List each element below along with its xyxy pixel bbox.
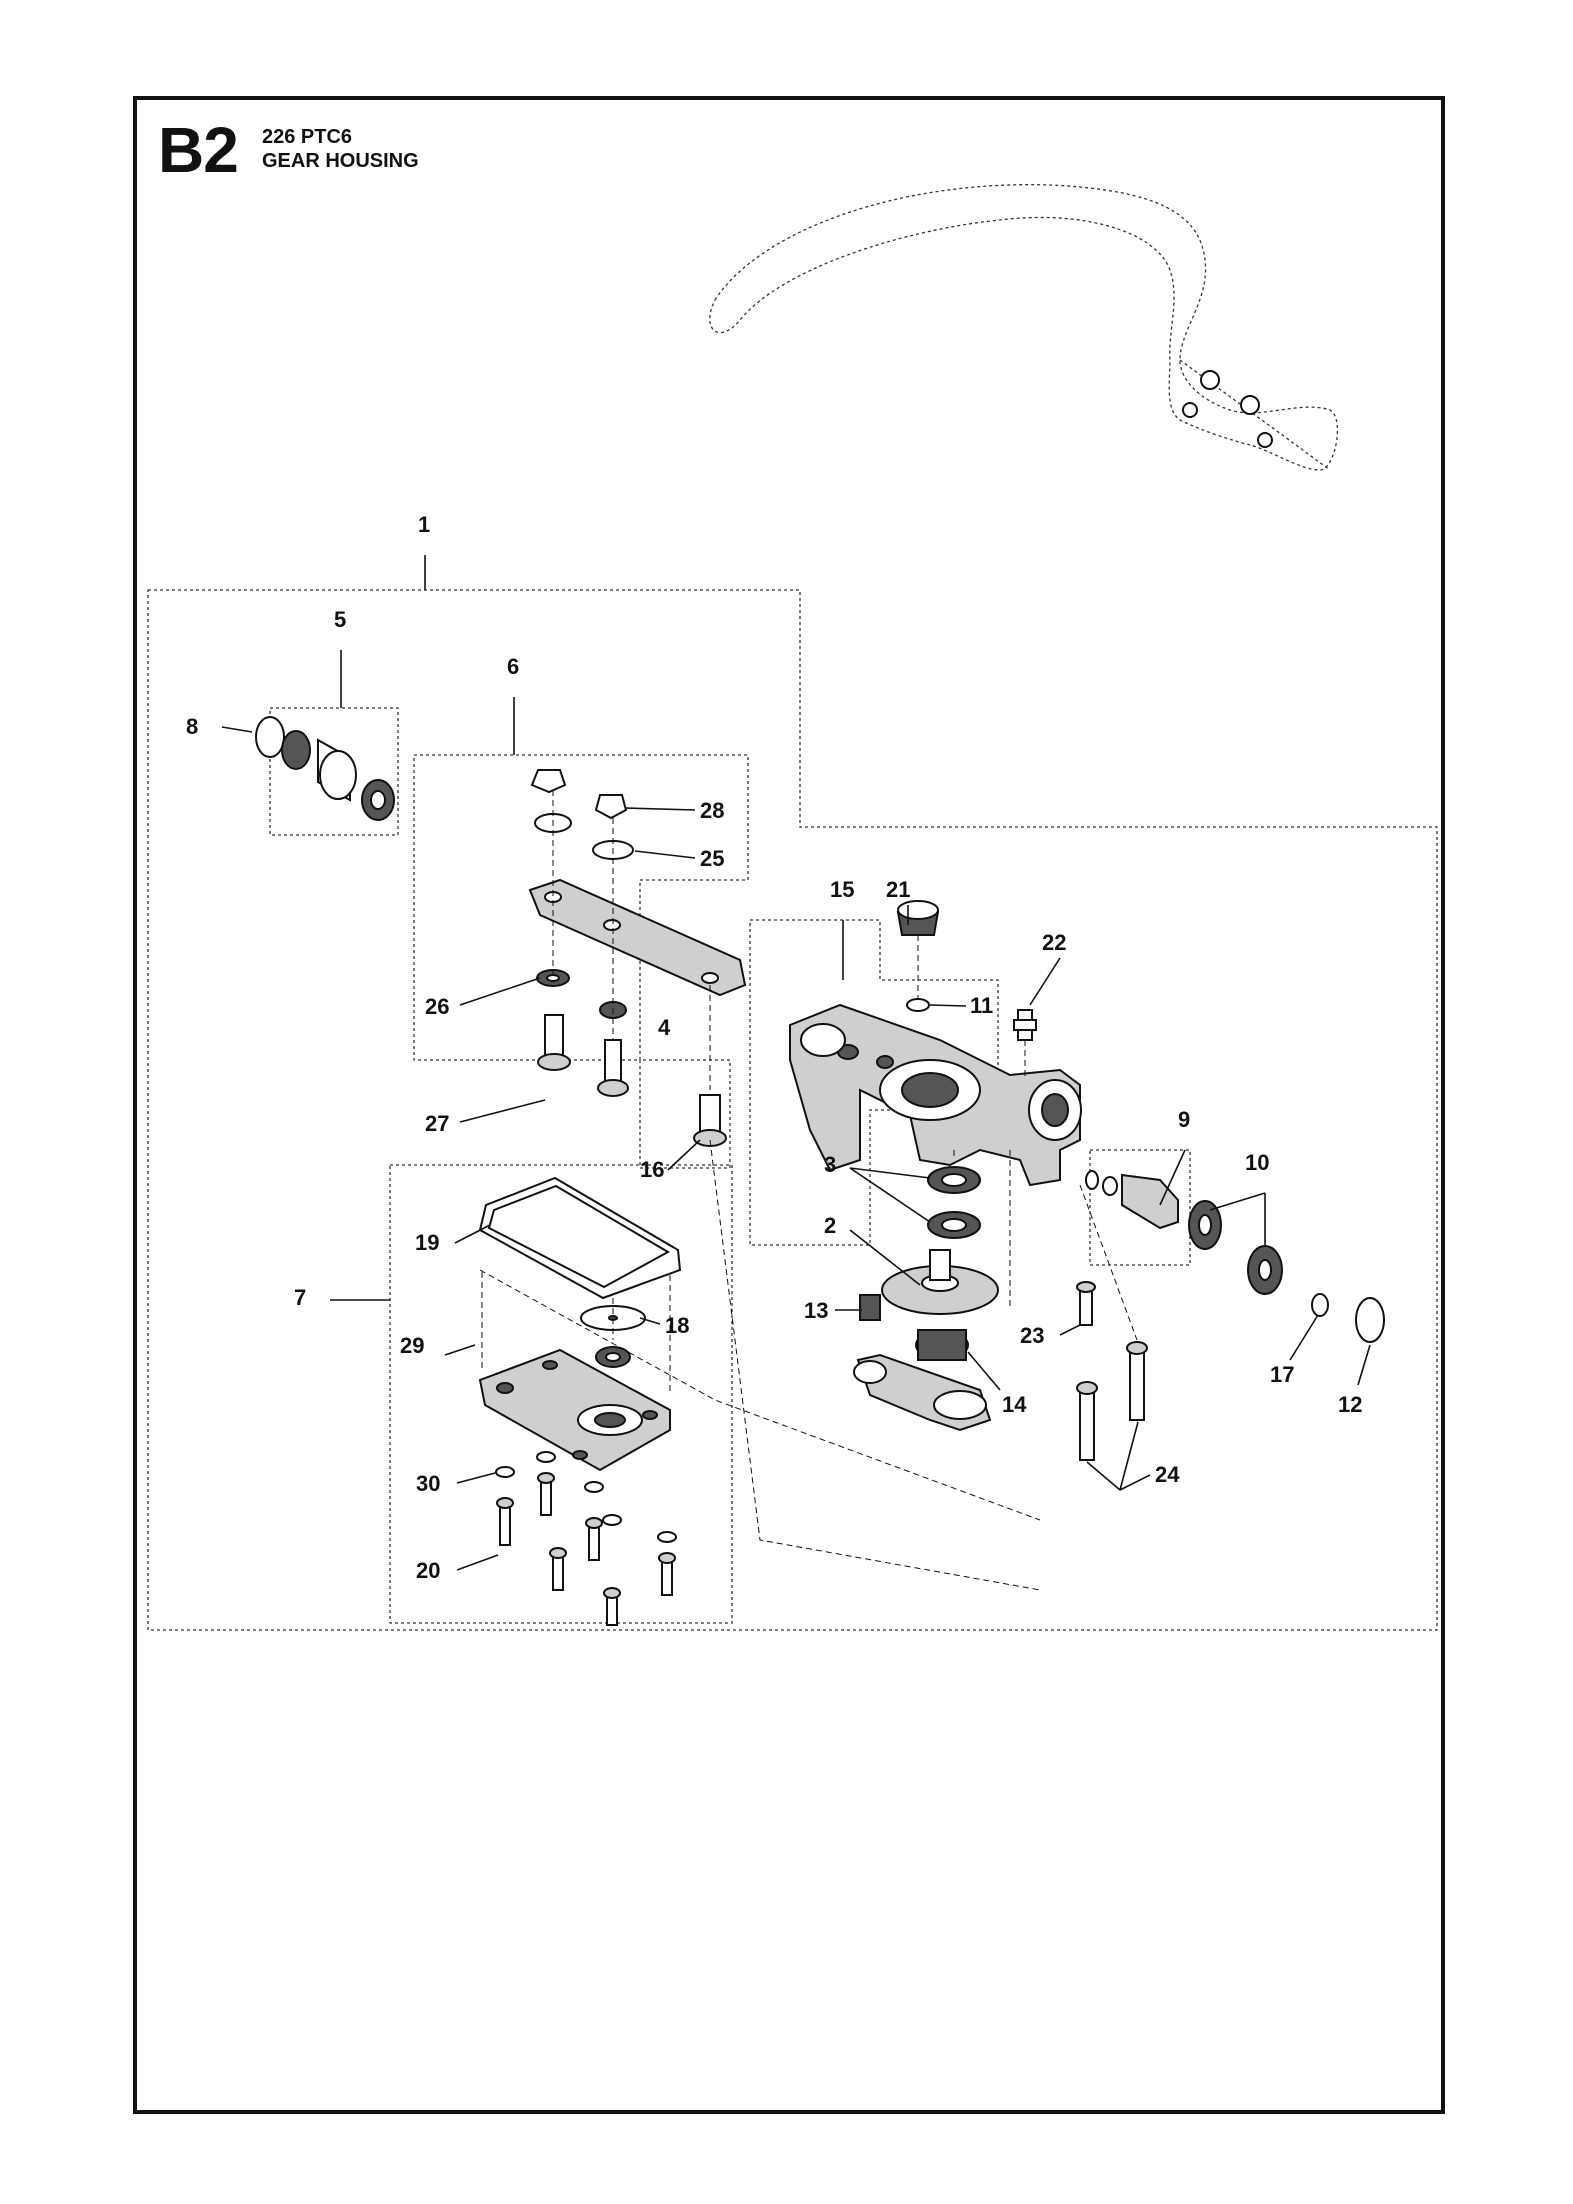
clamp-screw-1 <box>1200 370 1220 390</box>
section-code: B2 <box>158 114 239 186</box>
callout-20: 20 <box>416 1558 440 1583</box>
bearings-and-gear <box>881 1150 999 1315</box>
lever-4 <box>528 878 747 997</box>
group-5-outline <box>269 707 399 836</box>
screw-24a <box>1079 1389 1095 1461</box>
circlip-12 <box>1355 1297 1385 1343</box>
callout-12: 12 <box>1338 1392 1362 1417</box>
pin-16 <box>693 1094 727 1147</box>
assembly-outlines <box>147 589 1438 1631</box>
callout-29: 29 <box>400 1333 424 1358</box>
pin-27b <box>604 1039 622 1086</box>
callout-10: 10 <box>1245 1150 1269 1175</box>
shaft-tube-illustration <box>709 184 1338 471</box>
callout-7: 7 <box>294 1285 306 1310</box>
callout-labels: 1 2 3 4 5 6 7 8 9 10 11 12 13 14 15 16 1… <box>186 512 1362 1583</box>
bushing-5-end <box>319 750 357 800</box>
needle-bearings-and-crank <box>853 1294 992 1432</box>
callout-27: 27 <box>425 1111 449 1136</box>
callout-15: 15 <box>830 877 854 902</box>
screws-23-24 <box>1009 1150 1148 1461</box>
callout-1: 1 <box>418 512 430 537</box>
callout-4: 4 <box>658 1015 671 1040</box>
bushing-assembly-5 <box>255 716 395 821</box>
callout-24: 24 <box>1155 1462 1180 1487</box>
pinion-9 <box>1121 1173 1179 1230</box>
group-16-outline <box>639 1059 731 1169</box>
section-title: GEAR HOUSING <box>262 150 419 172</box>
gear-housing-15 <box>789 1003 1082 1187</box>
group-7-outline <box>389 1164 733 1624</box>
screw-20a <box>499 1504 511 1546</box>
screw-24b <box>1129 1349 1145 1421</box>
page-frame <box>133 96 1445 2114</box>
callout-13: 13 <box>804 1298 828 1323</box>
nut-28 <box>594 794 628 820</box>
callout-8: 8 <box>186 714 198 739</box>
callout-17: 17 <box>1270 1362 1294 1387</box>
callout-6: 6 <box>507 654 519 679</box>
callout-5: 5 <box>334 607 346 632</box>
clamp-screw-2 <box>1240 395 1260 415</box>
lever-assembly-6 <box>528 769 747 1097</box>
callout-30: 30 <box>416 1471 440 1496</box>
cover-assembly-7 <box>478 1139 1041 1626</box>
callout-3: 3 <box>824 1152 836 1177</box>
washer-30a <box>495 1466 515 1478</box>
circlip-8 <box>255 716 285 758</box>
callout-25: 25 <box>700 846 724 871</box>
group-9-outline <box>1089 1149 1191 1266</box>
callout-16: 16 <box>640 1157 664 1182</box>
leader-lines <box>221 555 1371 1571</box>
oring-11 <box>906 998 930 1012</box>
callout-19: 19 <box>415 1230 439 1255</box>
callout-11: 11 <box>970 993 993 1018</box>
callout-21: 21 <box>886 877 910 902</box>
callout-14: 14 <box>1002 1392 1027 1417</box>
callout-26: 26 <box>425 994 449 1019</box>
callout-18: 18 <box>665 1313 689 1338</box>
circlip-17 <box>1311 1293 1329 1317</box>
group-6-outline <box>413 754 749 1061</box>
screw-23 <box>1079 1289 1093 1326</box>
needle-bearing-13 <box>859 1294 881 1321</box>
cover-plate-29 <box>478 1348 671 1472</box>
group-1-outline <box>147 589 1438 1631</box>
pinion-and-bearings <box>1085 1170 1385 1343</box>
callout-22: 22 <box>1042 930 1066 955</box>
ring-5a <box>281 730 311 770</box>
callout-9: 9 <box>1178 1107 1190 1132</box>
callout-28: 28 <box>700 798 724 823</box>
model-name: 226 PTC6 <box>262 126 353 148</box>
clamp-screw-3 <box>1182 402 1198 418</box>
callout-2: 2 <box>824 1213 836 1238</box>
callout-23: 23 <box>1020 1323 1044 1348</box>
nut-upper <box>530 769 567 794</box>
clamp-screw-4 <box>1257 432 1273 448</box>
